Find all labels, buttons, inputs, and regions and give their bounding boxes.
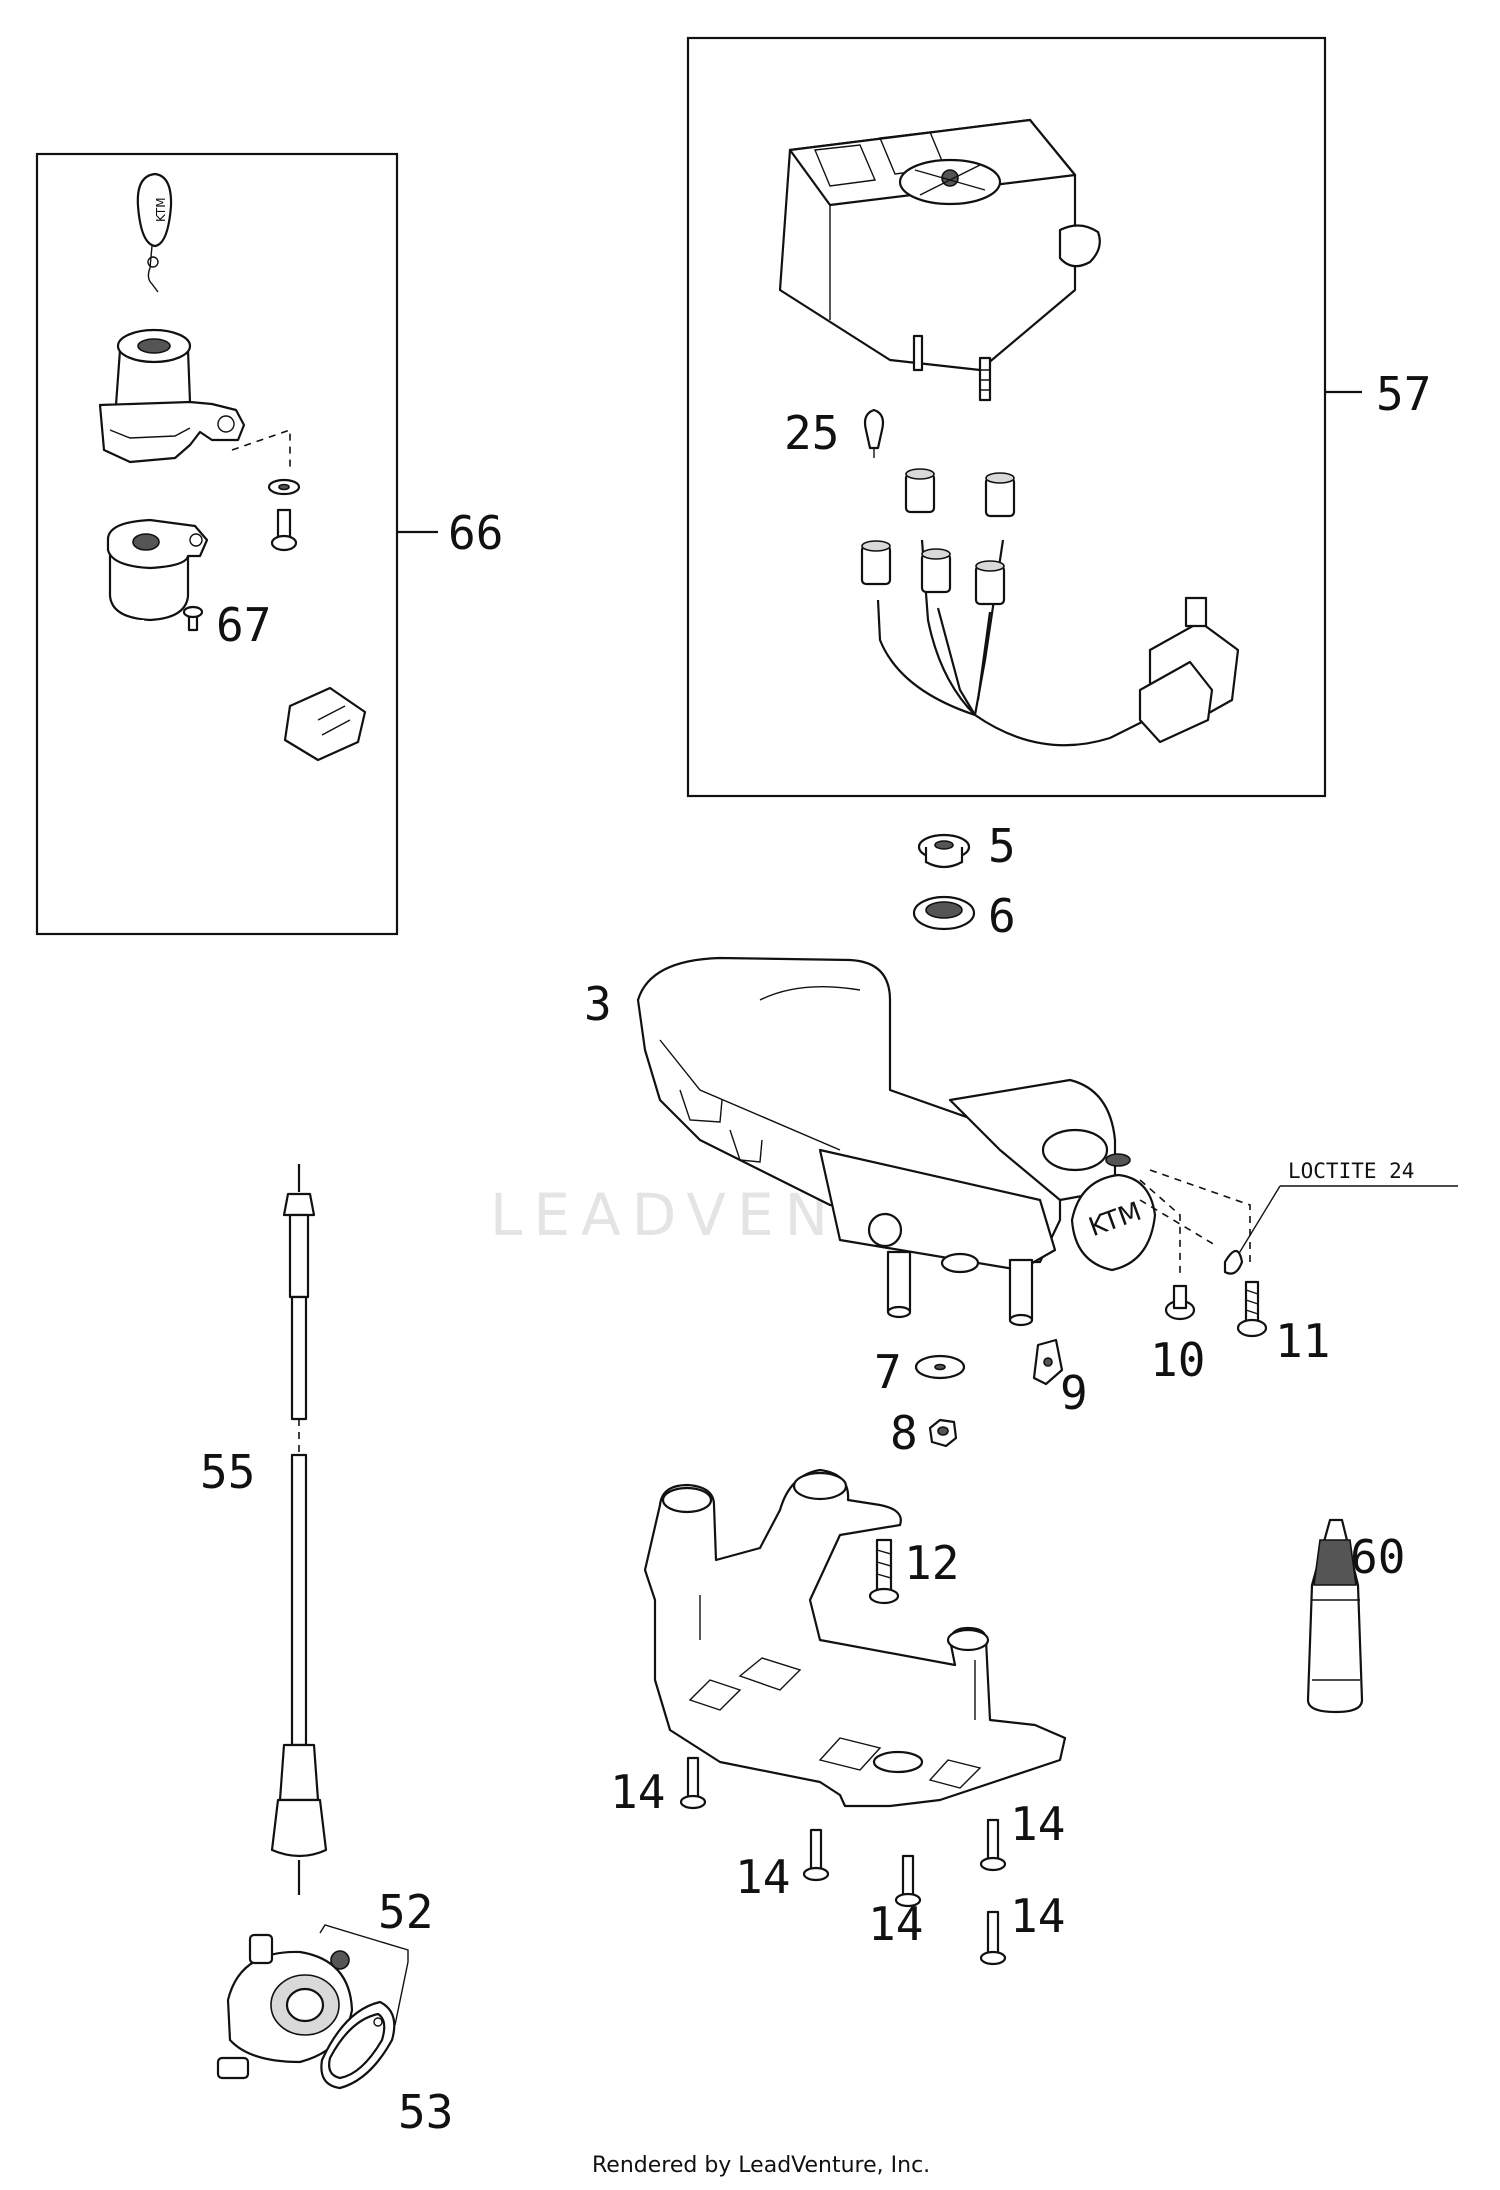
callout-60: 60 [1350, 1530, 1405, 1584]
screw-14e-icon [979, 1910, 1007, 1966]
callout-6: 6 [988, 889, 1016, 943]
callout-9: 9 [1060, 1366, 1088, 1420]
callout-14b: 14 [735, 1850, 790, 1904]
lower-mount-icon [643, 1468, 1067, 1808]
screw-14d-icon [979, 1818, 1007, 1872]
callout-66: 66 [448, 506, 503, 560]
callout-5: 5 [988, 819, 1016, 873]
nut-8-icon [928, 1418, 958, 1448]
callout-11: 11 [1275, 1314, 1330, 1368]
callout-7: 7 [874, 1345, 902, 1399]
screw-67-icon [182, 605, 204, 632]
grommet-5-icon [917, 833, 971, 869]
screw-11-icon [1236, 1280, 1268, 1338]
ring-53-icon [320, 2000, 396, 2090]
screw-14c-icon [894, 1854, 922, 1908]
group-66-frame [35, 152, 399, 936]
callout-67: 67 [216, 598, 271, 652]
callout-8: 8 [890, 1406, 918, 1460]
callout-55: 55 [200, 1445, 255, 1499]
loctite-annotation: LOCTITE 24 [1223, 1159, 1458, 1275]
callout-12: 12 [904, 1536, 959, 1590]
callout-14c: 14 [868, 1897, 923, 1951]
callout-14d: 14 [1010, 1797, 1065, 1851]
key-icon: KTM [136, 172, 173, 293]
callout-52: 52 [378, 1885, 433, 1939]
screw-icon [270, 508, 298, 552]
svg-text:KTM: KTM [154, 197, 168, 222]
speedo-cable-icon [270, 1164, 328, 1895]
headlight-bracket-icon: KTM [636, 956, 1157, 1327]
footer-credit: Rendered by LeadVenture, Inc. [592, 2153, 930, 2178]
loctite-bottle-icon [1306, 1518, 1364, 1714]
ignition-lock-icon [98, 328, 246, 464]
callout-3: 3 [584, 977, 612, 1031]
screw-14b-icon [802, 1828, 830, 1882]
washer-icon [267, 478, 301, 496]
group-57-frame [686, 36, 1327, 798]
callout-53: 53 [398, 2085, 453, 2139]
callout-14a: 14 [610, 1765, 665, 1819]
ignition-switch-icon [106, 518, 367, 899]
screw-10-icon [1164, 1284, 1196, 1321]
screw-14a-icon [679, 1756, 707, 1810]
speedometer-icon [778, 118, 1101, 402]
washer-7-icon [914, 1354, 966, 1380]
callout-10: 10 [1150, 1333, 1205, 1387]
screw-12-icon [868, 1538, 900, 1605]
grommet-6-icon [912, 895, 976, 931]
callout-14e: 14 [1010, 1889, 1065, 1943]
bulb-icon [863, 408, 885, 458]
clip-nut-9-icon [1032, 1338, 1064, 1386]
loctite-label: LOCTITE 24 [1288, 1159, 1414, 1183]
callout-57: 57 [1376, 367, 1431, 421]
wiring-harness-icon [860, 468, 1240, 747]
speedo-drive-icon [216, 1933, 354, 2080]
callout-25: 25 [784, 406, 839, 460]
